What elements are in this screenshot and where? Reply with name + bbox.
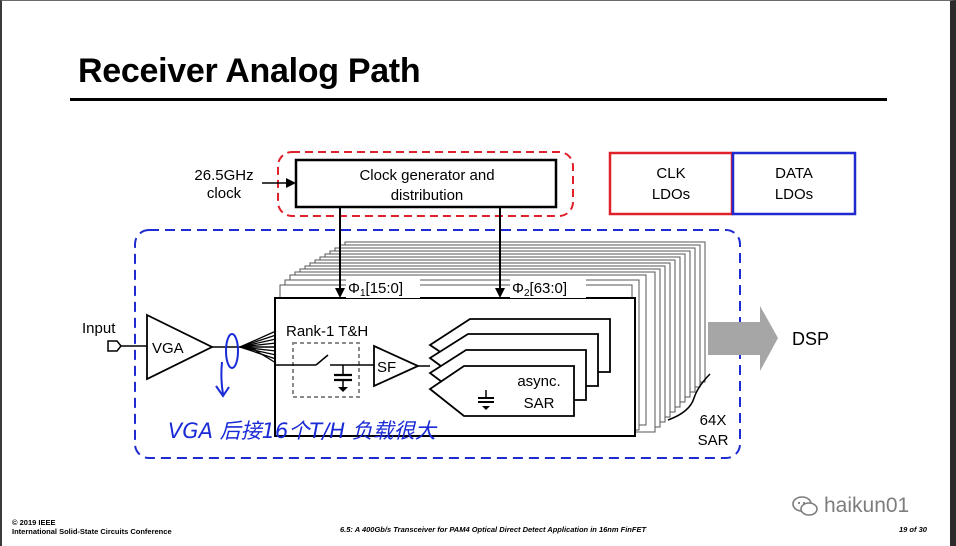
conference-line: International Solid-State Circuits Confe…: [12, 527, 172, 536]
slice-count-brace: [667, 373, 711, 421]
vga-label: VGA: [152, 340, 184, 357]
sar-count-label-1: 64X: [700, 412, 727, 429]
sar-label-1: async.: [517, 373, 560, 390]
clock-generator-label-1: Clock generator and: [359, 167, 494, 184]
handwritten-note: VGA 后接16个T/H 负载很大: [168, 419, 438, 443]
vga-amplifier: [146, 313, 215, 381]
title-underline: [70, 98, 887, 101]
watermark-text: haikun01: [824, 494, 910, 517]
copyright-footer: © 2019 IEEE International Solid-State Ci…: [12, 518, 172, 536]
data-ldo-box: [731, 151, 857, 216]
phi1-label-bg: [346, 276, 420, 298]
clk-ldo-box: [608, 151, 734, 216]
copyright-line: © 2019 IEEE: [12, 518, 56, 527]
dsp-arrow: [708, 306, 778, 371]
ground-icon: [338, 387, 348, 392]
page-number: 19 of 30: [899, 525, 927, 534]
sar-label-2: SAR: [524, 395, 555, 412]
clock-generator-box: [294, 158, 558, 209]
rank1-label: Rank-1 T&H: [286, 323, 368, 340]
chat-bubble-icon: [792, 496, 818, 516]
sampling-switch: [315, 354, 329, 366]
track-hold-box: [292, 342, 360, 398]
clk-ldo-label-2: LDOs: [652, 186, 690, 203]
clk-ldo-label-1: CLK: [656, 165, 685, 182]
clock-generator-label-2: distribution: [391, 187, 464, 204]
clock-input-label-2: clock: [207, 185, 242, 202]
fanout-lines: [239, 330, 277, 364]
ink-circle: [225, 333, 239, 369]
clock-domain-outline: [277, 151, 574, 217]
sf-label: SF: [377, 359, 396, 376]
sar-stack: [428, 318, 611, 417]
data-ldo-label-1: DATA: [775, 165, 813, 182]
ink-arrow-down: [215, 361, 230, 398]
data-ldo-label-2: LDOs: [775, 186, 813, 203]
page-title: Receiver Analog Path: [78, 52, 421, 90]
watermark: haikun01: [792, 494, 909, 518]
source-follower: [373, 344, 421, 388]
paper-title-footer: 6.5: A 400Gb/s Transceiver for PAM4 Opti…: [340, 525, 647, 534]
phi2-label: Φ2[63:0]: [512, 280, 567, 299]
sar-ground-icon: [482, 406, 490, 410]
data-domain-outline: [134, 229, 741, 459]
dsp-label: DSP: [792, 329, 829, 349]
clock-input-label-1: 26.5GHz: [194, 167, 253, 184]
input-port-icon: [107, 340, 122, 352]
phi2-label-bg: [510, 276, 586, 298]
input-label: Input: [82, 320, 116, 337]
phi1-label: Φ1[15:0]: [348, 280, 403, 299]
async-sar-block: [428, 365, 575, 417]
sar-count-label-2: SAR: [698, 432, 729, 449]
